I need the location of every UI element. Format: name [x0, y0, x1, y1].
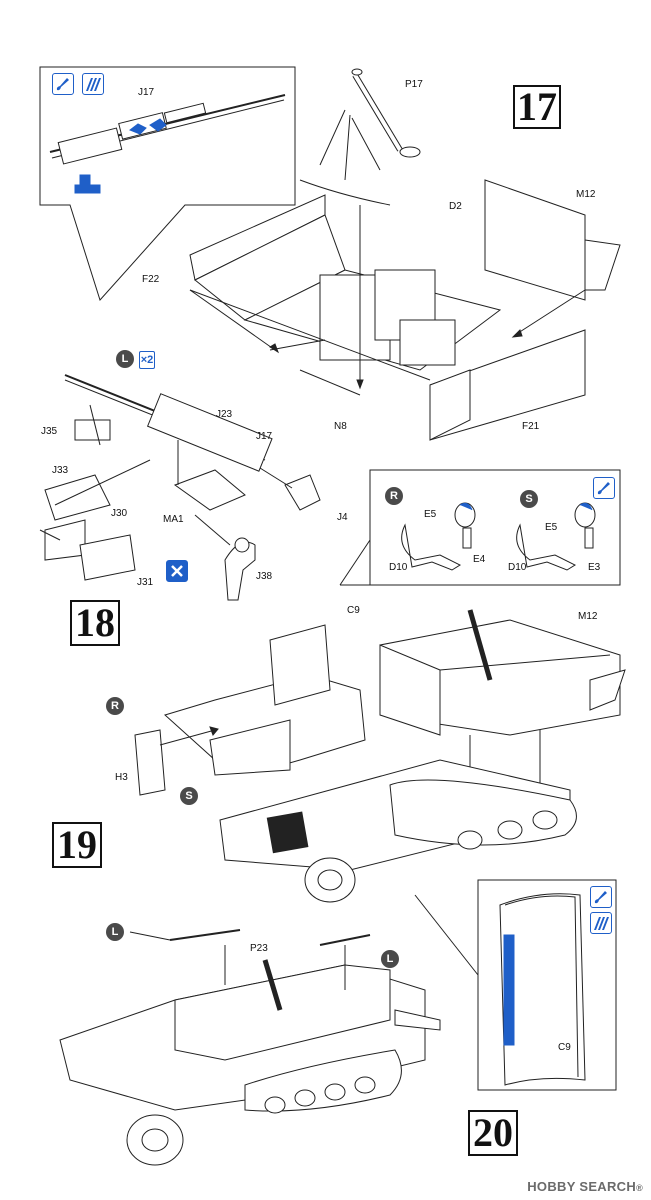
part-label: C9: [558, 1042, 571, 1053]
part-label: N8: [334, 421, 347, 432]
mortar-p17: [299, 68, 421, 206]
part-label: P17: [405, 79, 423, 90]
quantity-badge: ×2: [139, 351, 155, 369]
step-number-17: 17: [513, 85, 561, 129]
rear-body-19: [379, 609, 626, 736]
badge-r: R: [385, 487, 403, 505]
front-cab-19: [134, 624, 366, 796]
paint-brush-icon: [590, 886, 612, 908]
step-number-18: 18: [70, 600, 120, 646]
detail-callout-j17: [39, 66, 296, 301]
paint-brush-icon: [52, 73, 74, 95]
hull-interior-17: [189, 179, 621, 441]
part-label: J33: [52, 465, 69, 476]
part-label: J17: [138, 87, 155, 98]
part-label: MA1: [163, 514, 184, 525]
part-label: P23: [250, 943, 268, 954]
part-label: E3: [588, 562, 601, 573]
paint-brush-icon: [593, 477, 615, 499]
part-label: J38: [256, 571, 273, 582]
part-label: J4: [337, 512, 348, 523]
part-label: E5: [545, 522, 558, 533]
badge-s: S: [180, 787, 198, 805]
watermark: HOBBY SEARCH®: [527, 1179, 643, 1194]
watermark-reg: ®: [636, 1183, 643, 1193]
blue-strip: [503, 934, 515, 1046]
step-number-19: 19: [52, 822, 102, 868]
part-label: E5: [424, 509, 437, 520]
part-label: M12: [576, 189, 596, 200]
part-label: J31: [137, 577, 154, 588]
badge-l: L: [116, 350, 134, 368]
inset-r-s: [369, 469, 621, 586]
badge-r: R: [106, 697, 124, 715]
part-label: D10: [389, 562, 408, 573]
part-label: J23: [216, 409, 233, 420]
part-label: J17: [256, 431, 273, 442]
step-number-20: 20: [468, 1110, 518, 1156]
watermark-brand: HOBBY SEARCH: [527, 1179, 637, 1194]
paint-stripe-icon: [82, 73, 104, 95]
cut-icon: [166, 560, 188, 582]
part-label: D2: [449, 201, 462, 212]
paint-stripe-icon: [590, 912, 612, 934]
part-label: J35: [41, 426, 58, 437]
part-label: E4: [473, 554, 486, 565]
part-label: C9: [347, 605, 360, 616]
part-d10-e5-r: [401, 502, 476, 571]
machine-gun-detail: [49, 94, 286, 165]
chassis-19: [219, 759, 577, 903]
badge-l: L: [381, 950, 399, 968]
part-label: F22: [142, 274, 160, 285]
part-label: J30: [111, 508, 128, 519]
final-vehicle-20: [59, 929, 441, 1166]
part-label: F21: [522, 421, 540, 432]
part-d10-e5-s: [516, 502, 596, 571]
part-label: H3: [115, 772, 128, 783]
part-label: D10: [508, 562, 527, 573]
badge-l: L: [106, 923, 124, 941]
part-label: M12: [578, 611, 598, 622]
badge-s: S: [520, 490, 538, 508]
